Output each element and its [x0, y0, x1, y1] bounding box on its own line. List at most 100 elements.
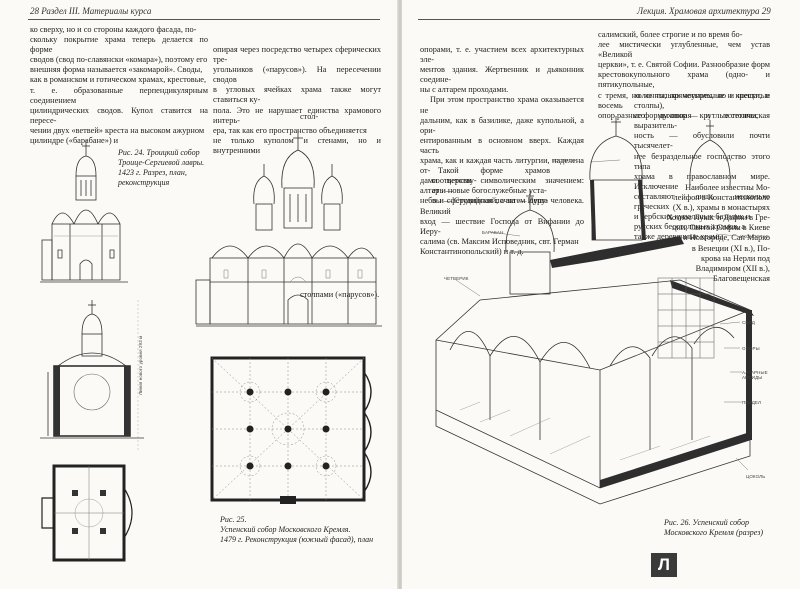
figure-24-section-drawing: [40, 300, 144, 450]
running-head-left: 28 Раздел III. Материалы курса: [30, 6, 152, 16]
text-line: и сербских купольных базилик и: [634, 212, 751, 222]
text-line: Наиболее известны Мо-: [685, 183, 770, 192]
text-column-2-lower: столпами («парусов»).: [300, 290, 382, 300]
text-column-1: опорами, т. е. участием всех архитектурн…: [420, 45, 584, 257]
text-line: в угловых ячейках храма также могут став…: [213, 85, 381, 105]
diagram-label-quadrangle: ЧЕТВЕРИК: [444, 276, 469, 281]
text-line: храма, как и каждая часть литургии, наде…: [420, 156, 584, 176]
caption-line: Московского Кремля (разрез): [664, 528, 764, 537]
text-line: опор разные формы опор — крутлые столпы,: [598, 110, 759, 120]
text-line: и Новгороде, Сан Марко: [683, 233, 770, 243]
figure-26-cutaway-drawing: [435, 116, 754, 505]
diagram-label-iconostasis: ИКОНОСТАС: [740, 234, 769, 239]
text-line: небо и сферовидная почва — душа человека…: [420, 196, 584, 216]
text-line: нее безраздельное господство этого типа: [634, 151, 770, 171]
figure-24-caption: Рис. 24. Троицкий собор Троице-Сергиевой…: [118, 148, 208, 188]
text-line: пола. Это не нарушает единства храмового…: [213, 105, 381, 125]
caption-line: Рис. 26. Успенский собор: [664, 518, 749, 527]
text-line: чении двух «ветвей» креста на высоком аж…: [30, 125, 205, 135]
figure-24-plan-drawing: [41, 464, 133, 562]
text-line: дальним, как в базилике, даже купольной,…: [420, 115, 584, 135]
text-line: русских бесстолпных храмов, а: [634, 222, 746, 232]
text-line: церкви», т. е. Святой Софии. Разнообрази…: [598, 60, 770, 70]
text-line: лее мистически углубленные, чем устав «В…: [598, 40, 770, 60]
text-line: крестовокупольного храма (одно- и пятику…: [598, 70, 770, 90]
text-line: сводов (свод по-славянски «комара»), поэ…: [30, 55, 208, 65]
text-line: ции, Святой Софии в Киеве: [671, 223, 770, 233]
caption-line: Троице-Сергиевой лавры.: [118, 158, 205, 167]
text-line: салима (св. Максим Исповедник, свт. Герм…: [420, 236, 579, 246]
text-line: лейфон в Константинополе: [673, 193, 771, 203]
running-head-right: Лекция. Храмовая архитектура 29: [637, 6, 771, 16]
text-line: угольников («парусов»). На пересечении с…: [213, 65, 381, 85]
text-column-2-lower: Наиболее известны Мо- лейфон в Константи…: [664, 183, 770, 284]
text-line: Хозиос Лукас и Дафни в Гре-: [666, 213, 770, 223]
text-line: Благовещенская: [713, 273, 770, 283]
text-line: опорами, т. е. участием всех архитектурн…: [420, 45, 584, 65]
text-column-2-tail: стол-: [300, 112, 382, 122]
book-gutter: [397, 0, 403, 589]
header-rule: [28, 19, 380, 20]
text-line: храма в православном мире. Исключение: [634, 171, 770, 191]
text-line: составляют лишь несколько греческих: [634, 191, 770, 212]
text-line: в Венеции (XI в.), По-: [691, 243, 770, 253]
right-page: Лекция. Храмовая архитектура 29 опорами,…: [402, 0, 800, 589]
figure-25-facade-drawing: [195, 130, 382, 327]
text-line: стол-: [300, 112, 319, 121]
text-column-1: ко сверху, но и со стороны каждого фасад…: [30, 25, 208, 146]
publisher-logo: Л: [651, 553, 677, 577]
text-line: дами церкви символическим значением: алт…: [420, 176, 584, 196]
text-column-2: салимский, более строгие и по время бо- …: [598, 30, 770, 121]
text-line: вы — Студийский, а затем Иеру-: [432, 196, 549, 206]
text-line: Константинопольский) и т. д.: [420, 246, 524, 256]
text-line: крова на Нерли под: [700, 253, 770, 263]
caption-line: Успенский собор Московского Кремля.: [220, 525, 351, 534]
text-line: т. е. образованные перпендикулярным соед…: [30, 85, 208, 105]
diagram-label-painting: РОСПИСЬ: [552, 158, 576, 163]
text-line: ера, так как его пространство объединяет…: [213, 125, 367, 135]
text-column-1-tail: Такой форме храмов соответству- ет и нов…: [432, 166, 550, 206]
text-line: При этом пространство храма оказывается …: [420, 95, 584, 115]
text-line: (X в.), храмы в монастырях: [672, 203, 770, 213]
text-line: цилиндрических сводов. Купол ставится на…: [30, 105, 208, 125]
caption-line: 1423 г. Разрез, план,: [118, 168, 187, 177]
text-line: ентированным в основном вверх. Каждая ча…: [420, 135, 584, 155]
diagram-label-drum: БАРАБАН: [482, 230, 504, 235]
figure-25-plan-drawing: [210, 356, 372, 504]
figure-25-caption: Рис. 25. Успенский собор Московского Кре…: [220, 515, 390, 545]
caption-line: Рис. 25.: [220, 515, 247, 524]
text-line: его духовная и эстетическая выразитель-: [634, 111, 770, 131]
text-line: столпами («парусов»).: [300, 290, 380, 299]
left-page: 28 Раздел III. Материалы курса ко сверху…: [0, 0, 398, 589]
text-line: цилиндре («барабане») и: [30, 136, 119, 146]
figure-26-caption: Рис. 26. Успенский собор Московского Кре…: [664, 518, 774, 538]
diagram-label-plinth: ЦОКОЛЬ: [746, 474, 766, 479]
figure-24-facade-drawing: [40, 140, 128, 283]
text-line: как в романском и готическом храмах, кре…: [30, 75, 207, 85]
caption-line: Рис. 24. Троицкий собор: [118, 148, 200, 157]
diagram-label-chapel: ПРИДЕЛ: [742, 400, 762, 405]
text-line: не только куполом и стенами, но и внутре…: [213, 135, 381, 155]
text-line: ментов здания. Жертвенник и дьяконник со…: [420, 65, 584, 85]
text-line: ет и новые богослужебные уста-: [432, 186, 547, 196]
caption-line: реконструкция: [118, 178, 170, 187]
text-line: Владимиром (XII в.),: [695, 263, 770, 273]
diagram-label-vault: СВОД: [742, 320, 755, 325]
text-line: скольку покрытие храма теперь делается п…: [30, 35, 208, 55]
text-column-2-mid: колонны, прямоугольные и крещатые столпы…: [634, 91, 770, 242]
text-line: вход — шествие Господа от Вифании до Иер…: [420, 216, 584, 236]
text-line: Такой форме храмов соответству-: [432, 166, 550, 186]
text-line: внешняя форма называется «закомарой». Св…: [30, 65, 203, 75]
text-column-2: опирая через посредство четырех сферичес…: [213, 45, 381, 156]
text-line: ны с алтарем проходами.: [420, 85, 509, 95]
text-line: салимский, более строгие и по время бо-: [598, 30, 743, 39]
text-line: опирая через посредство четырех сферичес…: [213, 45, 381, 65]
text-line: с тремя, но не только четырех, но и шест…: [598, 90, 770, 110]
header-rule: [418, 19, 770, 20]
diagram-label-altar-apses: АЛТАРНЫЕ АПСИДЫ: [742, 370, 768, 380]
caption-line: 1479 г. Реконструкция (южный фасад), пла…: [220, 535, 374, 544]
text-line: ко сверху, но и со стороны каждого фасад…: [30, 25, 197, 34]
text-line: колонны, прямоугольные и крещатые столпы…: [634, 91, 770, 111]
text-line: ность — обусловили почти тысячелет-: [634, 131, 770, 151]
